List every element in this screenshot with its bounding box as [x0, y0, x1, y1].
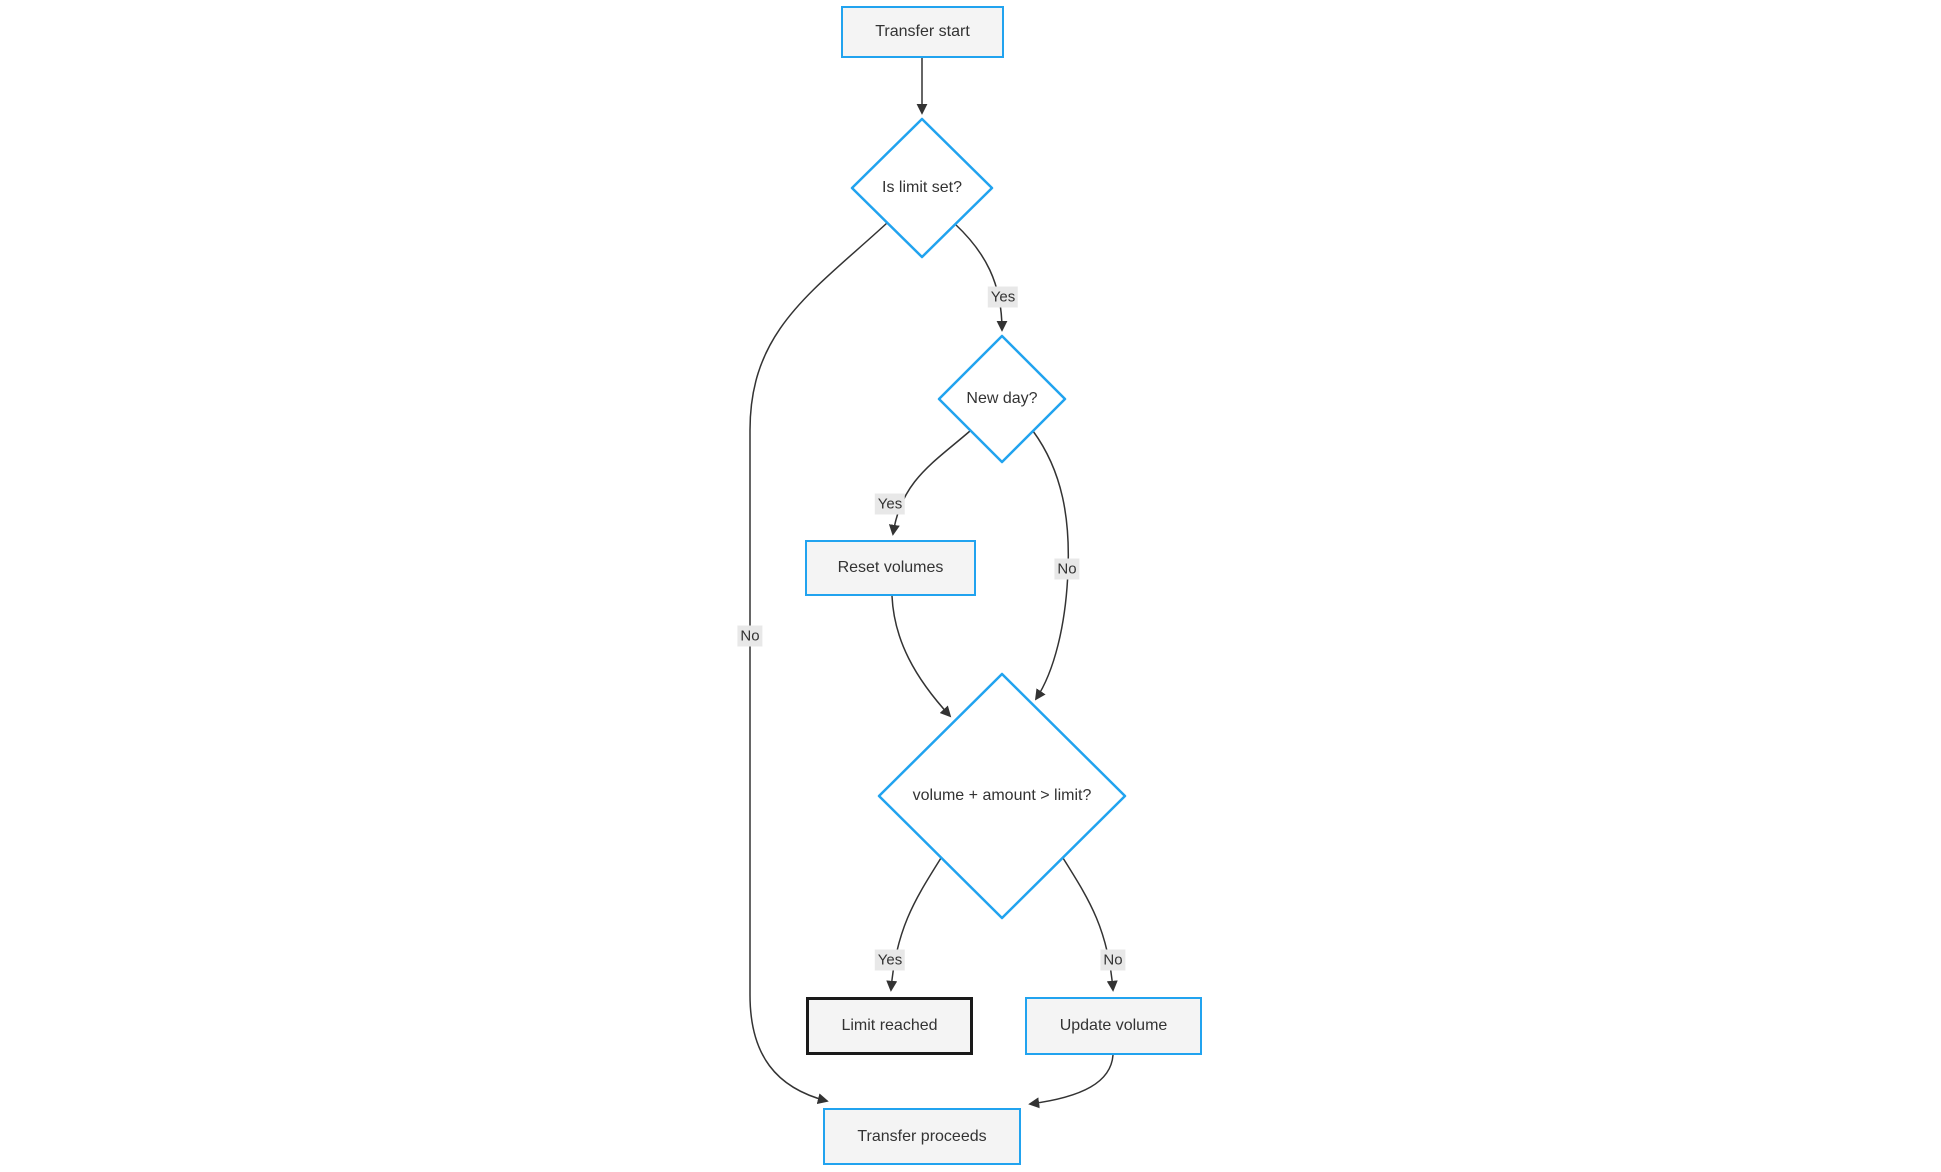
node-transfer-proceeds: Transfer proceeds: [823, 1108, 1021, 1165]
edge-label-check-yes: Yes: [874, 949, 906, 971]
decision-new-day-shape: [937, 334, 1067, 464]
node-limit-reached-label: Limit reached: [841, 1017, 938, 1034]
edge-newday-yes-to-resetvolumes: [888, 430, 971, 536]
edge-label-islimitset-no: No: [737, 625, 763, 647]
decision-is-limit-set-shape: [850, 117, 994, 259]
edge-resetvolumes-to-check: [891, 595, 952, 718]
edge-label-check-no: No: [1100, 949, 1126, 971]
edge-updatevolume-to-transferproceeds: [1028, 1054, 1114, 1109]
node-transfer-start: Transfer start: [841, 6, 1004, 58]
node-reset-volumes-label: Reset volumes: [837, 559, 944, 576]
edge-islimitset-yes-to-newday: [954, 223, 1008, 332]
node-transfer-proceeds-label: Transfer proceeds: [857, 1127, 987, 1145]
node-update-volume: Update volume: [1025, 997, 1202, 1055]
node-transfer-start-label: Transfer start: [875, 23, 970, 40]
decision-volume-check-shape: [877, 672, 1127, 920]
decision-volume-check-label: volume + amount > limit?: [912, 787, 1092, 804]
decision-is-limit-set-label: Is limit set?: [881, 179, 963, 196]
edge-islimitset-no-to-transferproceeds: [749, 222, 888, 1105]
decision-new-day-label: New day?: [966, 390, 1038, 407]
node-limit-reached: Limit reached: [806, 997, 973, 1055]
node-reset-volumes: Reset volumes: [805, 540, 976, 596]
edge-label-islimitset-yes: Yes: [987, 286, 1019, 308]
edge-label-newday-yes: Yes: [874, 493, 906, 515]
node-update-volume-label: Update volume: [1059, 1017, 1168, 1034]
edge-label-newday-no: No: [1054, 558, 1080, 580]
